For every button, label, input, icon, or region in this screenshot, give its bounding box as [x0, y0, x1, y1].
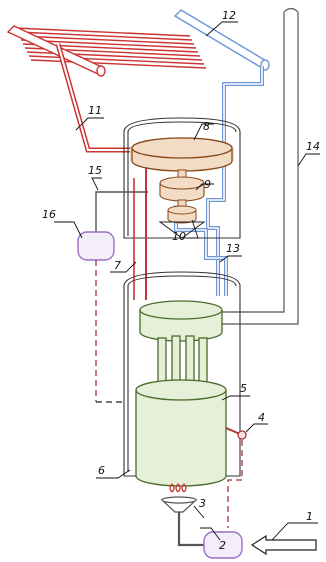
callout-16: 16: [42, 208, 56, 221]
callout-8: 8: [203, 120, 210, 133]
callout-4: 4: [258, 411, 265, 424]
pump-2: [203, 531, 243, 559]
controller-16: [77, 231, 115, 261]
engine-5: [135, 300, 227, 487]
inlet-arrow-1: [250, 534, 317, 556]
solar-collector: [6, 9, 270, 77]
turbine-8: [130, 137, 234, 172]
callout-5: 5: [240, 382, 247, 395]
callout-1: 1: [306, 510, 313, 523]
burner-3: [160, 483, 204, 547]
cold-return-pipe: [206, 66, 264, 296]
callout-6: 6: [98, 464, 105, 477]
callout-15: 15: [88, 164, 102, 177]
turbine-10: [158, 199, 206, 239]
callout-14: 14: [306, 140, 320, 153]
callout-7: 7: [114, 259, 121, 272]
pipe-15: [95, 191, 148, 232]
callout-10: 10: [172, 230, 186, 243]
leader-lines: [54, 21, 320, 541]
callout-2: 2: [219, 539, 226, 552]
valve-4: [225, 427, 247, 440]
chimney-14: [222, 7, 299, 325]
callout-13: 13: [226, 242, 240, 255]
hot-header-end: [96, 65, 106, 77]
callout-12: 12: [222, 9, 236, 22]
callout-9: 9: [204, 178, 211, 191]
callout-11: 11: [88, 104, 102, 117]
turbine-9: [159, 169, 205, 202]
callout-3: 3: [199, 497, 206, 510]
feed-line-4: [227, 440, 243, 528]
